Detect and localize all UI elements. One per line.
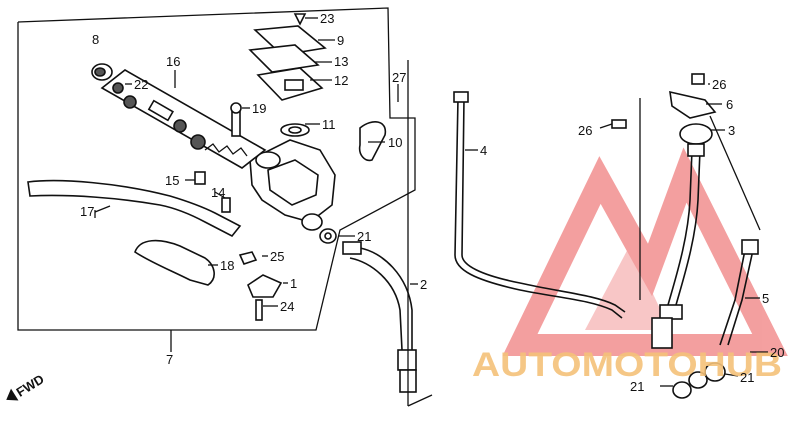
watermark-logo [502,147,788,356]
callout-12: 12 [334,73,348,88]
callout-1: 1 [290,276,297,291]
callout-9: 9 [337,33,344,48]
callout-16: 16 [166,54,180,69]
callout-21b: 21 [630,379,644,394]
callout-22: 22 [134,77,148,92]
metal-brake-pipe [453,91,626,319]
brake-lever [27,179,242,238]
watermark-text: AUTOMOTOHUB [472,346,782,384]
callout-24: 24 [280,299,294,314]
master-cylinder-body [249,139,336,231]
small-parts [112,82,387,321]
callout-5: 5 [762,291,769,306]
callout-6: 6 [726,97,733,112]
reservoir-cap-stack [248,13,327,101]
callout-26a: 26 [712,77,726,92]
callout-21a: 21 [357,229,371,244]
callout-18: 18 [220,258,234,273]
lever-cover [134,239,215,286]
callout-27: 27 [392,70,406,85]
lower-brake-hose [611,73,759,399]
callout-20: 20 [770,345,784,360]
callout-19: 19 [252,101,266,116]
callout-8: 8 [92,32,99,47]
callout-10: 10 [388,135,402,150]
callout-14: 14 [211,185,225,200]
forward-direction-indicator: FWD [6,371,47,401]
piston-kit [100,69,267,169]
callout-23: 23 [320,11,334,26]
upper-brake-hose [342,241,417,393]
callout-25: 25 [270,249,284,264]
leader-lines [94,17,768,387]
callout-2: 2 [420,277,427,292]
callout-13: 13 [334,54,348,69]
callout-7: 7 [166,352,173,367]
callout-11: 11 [322,117,336,132]
group-outline-7 [17,7,416,331]
callout-26b: 26 [578,123,592,138]
callout-3: 3 [728,123,735,138]
fwd-label: FWD [14,371,47,399]
callout-17: 17 [80,204,94,219]
callout-4: 4 [480,143,487,158]
callout-21c: 21 [740,370,754,385]
callout-15: 15 [165,173,179,188]
